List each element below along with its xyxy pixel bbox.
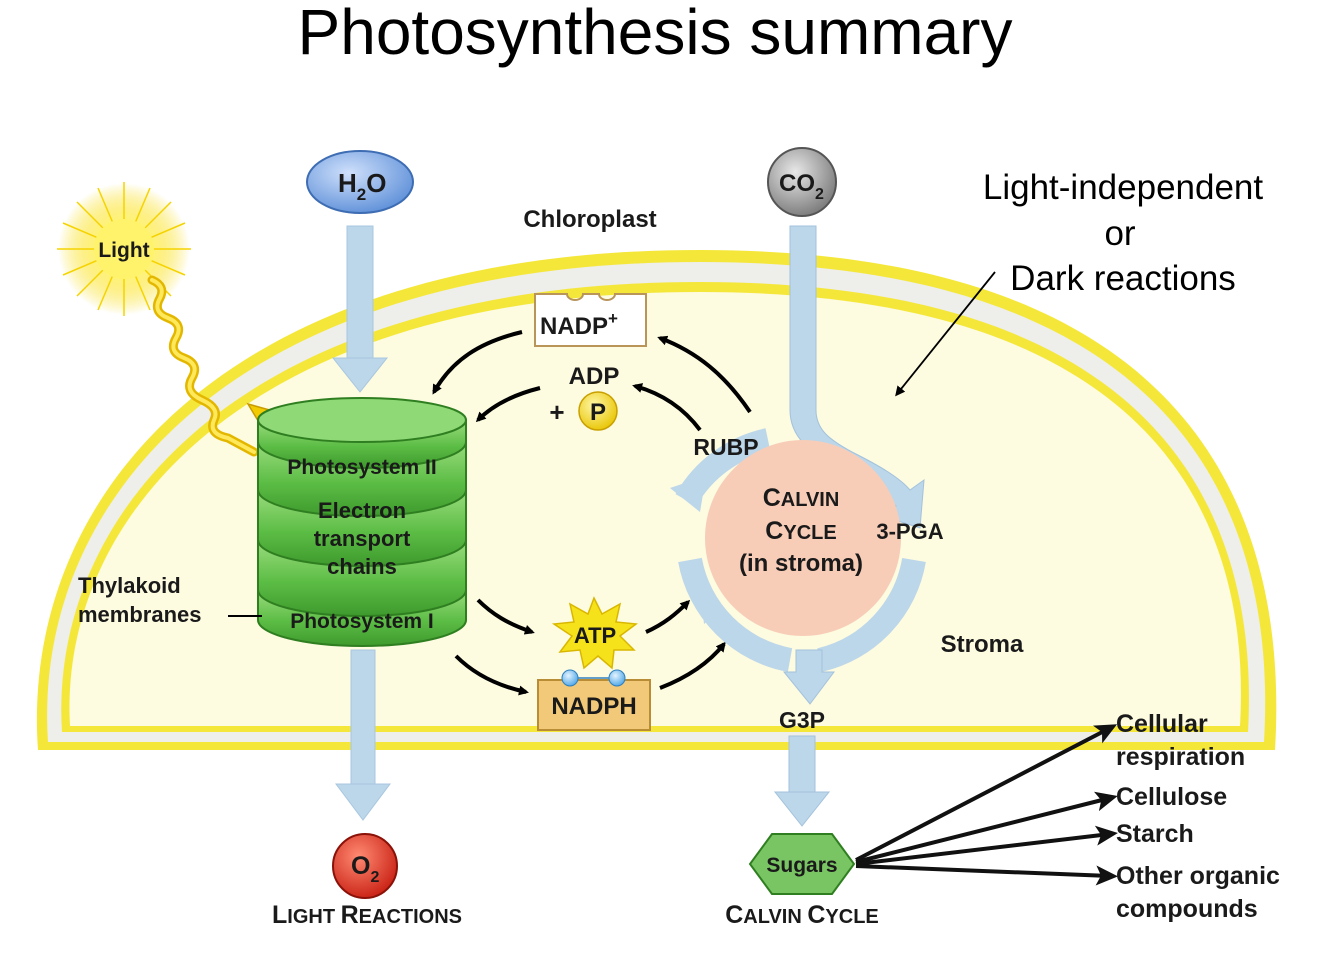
- light-label: Light: [98, 239, 149, 262]
- atp-starburst: ATP: [551, 596, 638, 670]
- o2-molecule: O2: [332, 833, 398, 899]
- arrow-thylakoid-to-nadph: [454, 654, 529, 696]
- calvin-cycle-c2: C: [807, 901, 825, 929]
- calvin-c: C: [763, 484, 781, 512]
- cycle-c: C: [765, 517, 783, 545]
- nadp-plus-box: NADP+: [534, 293, 647, 347]
- calvin-cycle-alvin: ALVIN: [743, 906, 807, 928]
- h2o-subscript: 2: [357, 185, 366, 204]
- svg-text:CYCLE: CYCLE: [765, 517, 836, 545]
- cellular-label: Cellular: [1116, 710, 1208, 738]
- rubp-label: RUBP: [693, 434, 758, 460]
- page-title: Photosynthesis summary: [297, 0, 1013, 68]
- arrow-adp-to-thylakoid: [475, 386, 541, 423]
- o2-label: O: [351, 852, 370, 880]
- light-reactions-eactions: EACTIONS: [359, 906, 462, 928]
- arrow-to-cellulose: [855, 791, 1118, 864]
- sugars-label: Sugars: [766, 854, 837, 877]
- arrow-nadph-to-calvin: [659, 641, 726, 690]
- arrow-to-starch: [855, 825, 1118, 866]
- chloroplast-label: Chloroplast: [523, 206, 656, 233]
- svg-text:CALVIN: CALVIN: [763, 484, 840, 512]
- svg-text:NADP+: NADP+: [540, 309, 618, 340]
- co2-subscript: 2: [815, 186, 824, 203]
- arrow-to-cellular-respiration: [855, 724, 1118, 862]
- chains-label: chains: [327, 554, 397, 579]
- arrow-thylakoid-to-atp: [476, 598, 535, 635]
- phosphate-circle: P: [578, 391, 618, 431]
- light-reactions-ight: IGHT: [287, 906, 340, 928]
- adp-label: ADP: [569, 363, 620, 390]
- membranes-label: membranes: [78, 602, 202, 627]
- calvin-rest: ALVIN: [781, 489, 840, 511]
- compounds-label: compounds: [1116, 895, 1258, 923]
- nadph-box: NADPH: [537, 669, 651, 731]
- light-independent-label: Light-independent: [983, 168, 1264, 207]
- cellulose-label: Cellulose: [1116, 783, 1227, 811]
- h2o-label: H: [338, 168, 357, 198]
- nadph-label: NADPH: [551, 693, 636, 720]
- g3p-to-sugars-arrow: [773, 735, 831, 827]
- atp-label: ATP: [574, 623, 616, 648]
- respiration-label: respiration: [1116, 743, 1245, 771]
- arrow-to-other-organic: [855, 864, 1118, 886]
- light-reactions-l: L: [272, 901, 287, 929]
- calvin-cycle-ycle: YCLE: [825, 906, 878, 928]
- pga-label: 3-PGA: [876, 519, 943, 544]
- electron-label: Electron: [318, 498, 406, 523]
- or-label: or: [1104, 214, 1135, 253]
- dark-reactions-label: Dark reactions: [1010, 259, 1236, 298]
- o2-subscript: 2: [370, 869, 379, 886]
- calvin-cycle: CALVIN CYCLE (in stroma): [670, 225, 926, 705]
- g3p-label: G3P: [779, 707, 825, 733]
- annotation-pointer-arrow: [895, 271, 996, 397]
- co2-label: CO: [779, 170, 815, 197]
- calvin-cycle-c1: C: [725, 901, 743, 929]
- photosystem-i-label: Photosystem I: [290, 610, 434, 633]
- sugars-hexagon: Sugars: [748, 833, 856, 895]
- in-stroma-label: (in stroma): [739, 550, 863, 577]
- svg-text:CALVIN CYCLE: CALVIN CYCLE: [725, 901, 879, 929]
- arrow-nadp-to-thylakoid: [432, 330, 523, 395]
- nadp-plus-sign: +: [608, 309, 618, 328]
- light-reactions-r: R: [341, 901, 359, 929]
- h2o-label-end: O: [366, 168, 386, 198]
- starch-label: Starch: [1116, 820, 1194, 848]
- nadp-label: NADP: [540, 313, 608, 340]
- transport-label: transport: [314, 526, 411, 551]
- svg-text:LIGHT REACTIONS: LIGHT REACTIONS: [272, 901, 462, 929]
- phosphate-label: P: [590, 399, 606, 426]
- water-flow-arrow: [331, 225, 389, 393]
- h2o-molecule: H2O: [306, 150, 414, 214]
- photosystem-ii-label: Photosystem II: [287, 456, 436, 479]
- g3p-exit-arrow: [782, 649, 835, 705]
- thylakoid-label: Thylakoid: [78, 573, 181, 598]
- cycle-rest: YCLE: [783, 522, 836, 544]
- light-source: Light: [57, 182, 191, 316]
- svg-text:CO2: CO2: [779, 170, 824, 203]
- arrow-calvin-to-adp: [632, 383, 702, 432]
- oxygen-flow-arrow: [335, 649, 391, 821]
- co2-molecule: CO2: [767, 147, 837, 217]
- thylakoid-stack: Photosystem II Electron transport chains…: [257, 397, 467, 647]
- svg-text:H2O: H2O: [338, 168, 386, 204]
- svg-text:O2: O2: [351, 852, 379, 886]
- arrow-calvin-to-nadp: [657, 335, 752, 414]
- other-organic-label: Other organic: [1116, 862, 1280, 890]
- arrow-atp-to-calvin: [645, 599, 691, 634]
- chloroplast: [36, 250, 1277, 750]
- stroma-label: Stroma: [941, 631, 1024, 658]
- plus-sign: +: [549, 397, 564, 427]
